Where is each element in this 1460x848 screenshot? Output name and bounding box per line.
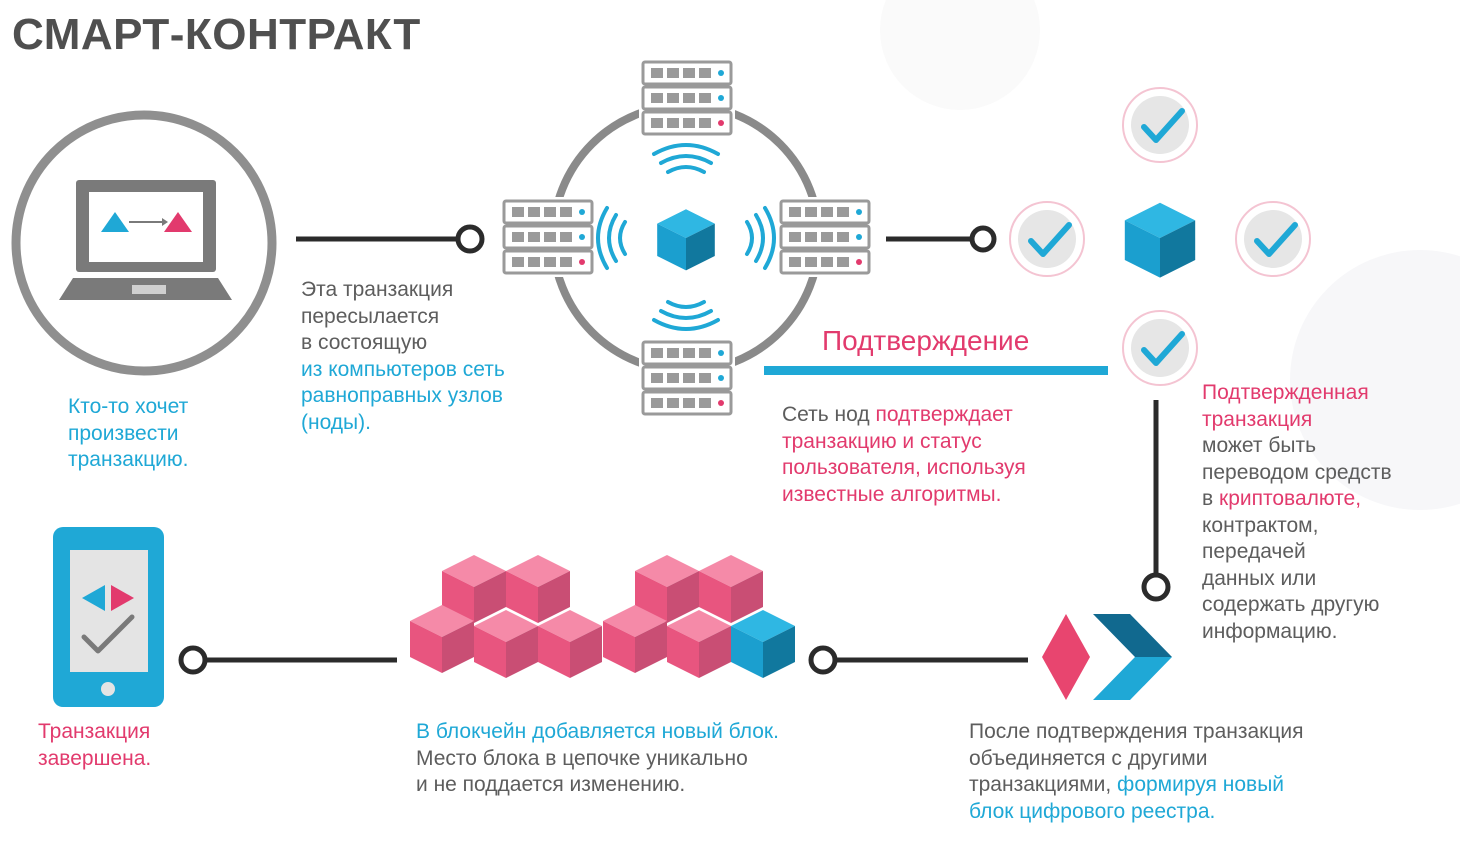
caption-line: данных или <box>1202 566 1317 590</box>
caption-line: в криптовалюте, <box>1202 486 1392 513</box>
wifi-signal-icon <box>652 300 720 331</box>
laptop-icon <box>11 110 277 376</box>
wifi-signal-icon <box>652 143 720 174</box>
mobile-phone-icon <box>53 527 164 707</box>
caption-line: в состоящую <box>301 331 428 354</box>
chevron-arrows-icon <box>1042 614 1172 700</box>
caption-request: Кто-то хочет произвести транзакцию. <box>68 394 188 474</box>
server-icon <box>639 338 735 418</box>
connector-line <box>178 645 397 675</box>
caption-line: Эта транзакция <box>301 278 454 301</box>
caption-fragment: подтверждает <box>875 403 1013 426</box>
caption-fragment: транзакциями, <box>969 773 1118 796</box>
caption-line: объединяется с другими <box>969 746 1208 770</box>
caption-line: транзакцию. <box>68 448 189 471</box>
caption-verify: Сеть нод подтверждает транзакцию и стату… <box>782 402 1026 508</box>
caption-line: переводом средств <box>1202 460 1392 484</box>
wifi-signal-icon <box>745 206 776 270</box>
caption-line: Подтвержденная <box>1202 381 1369 404</box>
checkmark-badge-icon <box>1123 311 1197 385</box>
confirm-underline <box>764 366 1108 375</box>
caption-line: контрактом, <box>1202 513 1319 537</box>
caption-line: (ноды). <box>301 410 371 434</box>
caption-line: В блокчейн добавляется новый блок. <box>416 720 779 743</box>
cube-icon <box>1124 202 1196 278</box>
caption-line: из компьютеров сеть <box>301 357 505 381</box>
page-title: СМАРТ-КОНТРАКТ <box>12 10 421 59</box>
caption-fragment: в <box>1202 487 1219 510</box>
caption-line: может быть <box>1202 434 1317 457</box>
caption-line: транзакция <box>1202 407 1313 431</box>
caption-fragment: Сеть нод <box>782 403 876 426</box>
server-icon <box>777 197 873 277</box>
caption-line: транзакциями, формируя новый <box>969 772 1304 799</box>
caption-fragment: криптовалюте, <box>1219 487 1362 510</box>
checkmark-badge-icon <box>1236 202 1310 276</box>
checkmark-badge-icon <box>1010 202 1084 276</box>
caption-line: Транзакция <box>38 720 151 743</box>
caption-fragment: формируя новый <box>1117 773 1285 796</box>
caption-line: Кто-то хочет <box>68 395 189 418</box>
caption-line: известные алгоритмы. <box>782 482 1002 506</box>
connector-line <box>1141 400 1171 602</box>
confirm-heading: Подтверждение <box>822 325 1030 356</box>
caption-line: транзакцию и статус <box>782 429 982 453</box>
background-blob <box>880 0 1040 110</box>
caption-send: Эта транзакция пересылается в состоящую … <box>301 277 505 436</box>
caption-combine: После подтверждения транзакция объединяе… <box>969 719 1304 825</box>
caption-line: блок цифрового реестра. <box>969 799 1216 823</box>
caption-line: и не поддается изменению. <box>416 773 686 796</box>
connector-line <box>808 645 1028 675</box>
caption-line: пересылается <box>301 304 440 328</box>
cube-icon <box>731 610 795 678</box>
checkmark-badge-icon <box>1123 88 1197 162</box>
cube-icon <box>657 209 715 271</box>
blockchain-cubes <box>410 555 795 678</box>
caption-line: завершена. <box>38 746 152 770</box>
caption-line: информацию. <box>1202 619 1338 643</box>
background-blob <box>1290 250 1460 510</box>
caption-confirmed: Подтвержденная транзакция может быть пер… <box>1202 380 1392 645</box>
caption-done: Транзакция завершена. <box>38 719 151 772</box>
caption-line: После подтверждения транзакция <box>969 720 1304 743</box>
caption-line: произвести <box>68 421 179 445</box>
server-icon <box>639 58 735 138</box>
caption-line: равноправных узлов <box>301 384 503 407</box>
caption-block: В блокчейн добавляется новый блок. Место… <box>416 719 779 799</box>
caption-line: содержать другую <box>1202 593 1380 616</box>
caption-line: Сеть нод подтверждает <box>782 402 1026 429</box>
wifi-signal-icon <box>596 206 627 270</box>
caption-line: пользователя, используя <box>782 456 1026 479</box>
server-icon <box>500 197 596 277</box>
caption-line: Место блока в цепочке уникально <box>416 746 748 770</box>
connector-line <box>296 224 485 254</box>
caption-line: передачей <box>1202 540 1306 563</box>
connector-line <box>886 225 997 253</box>
